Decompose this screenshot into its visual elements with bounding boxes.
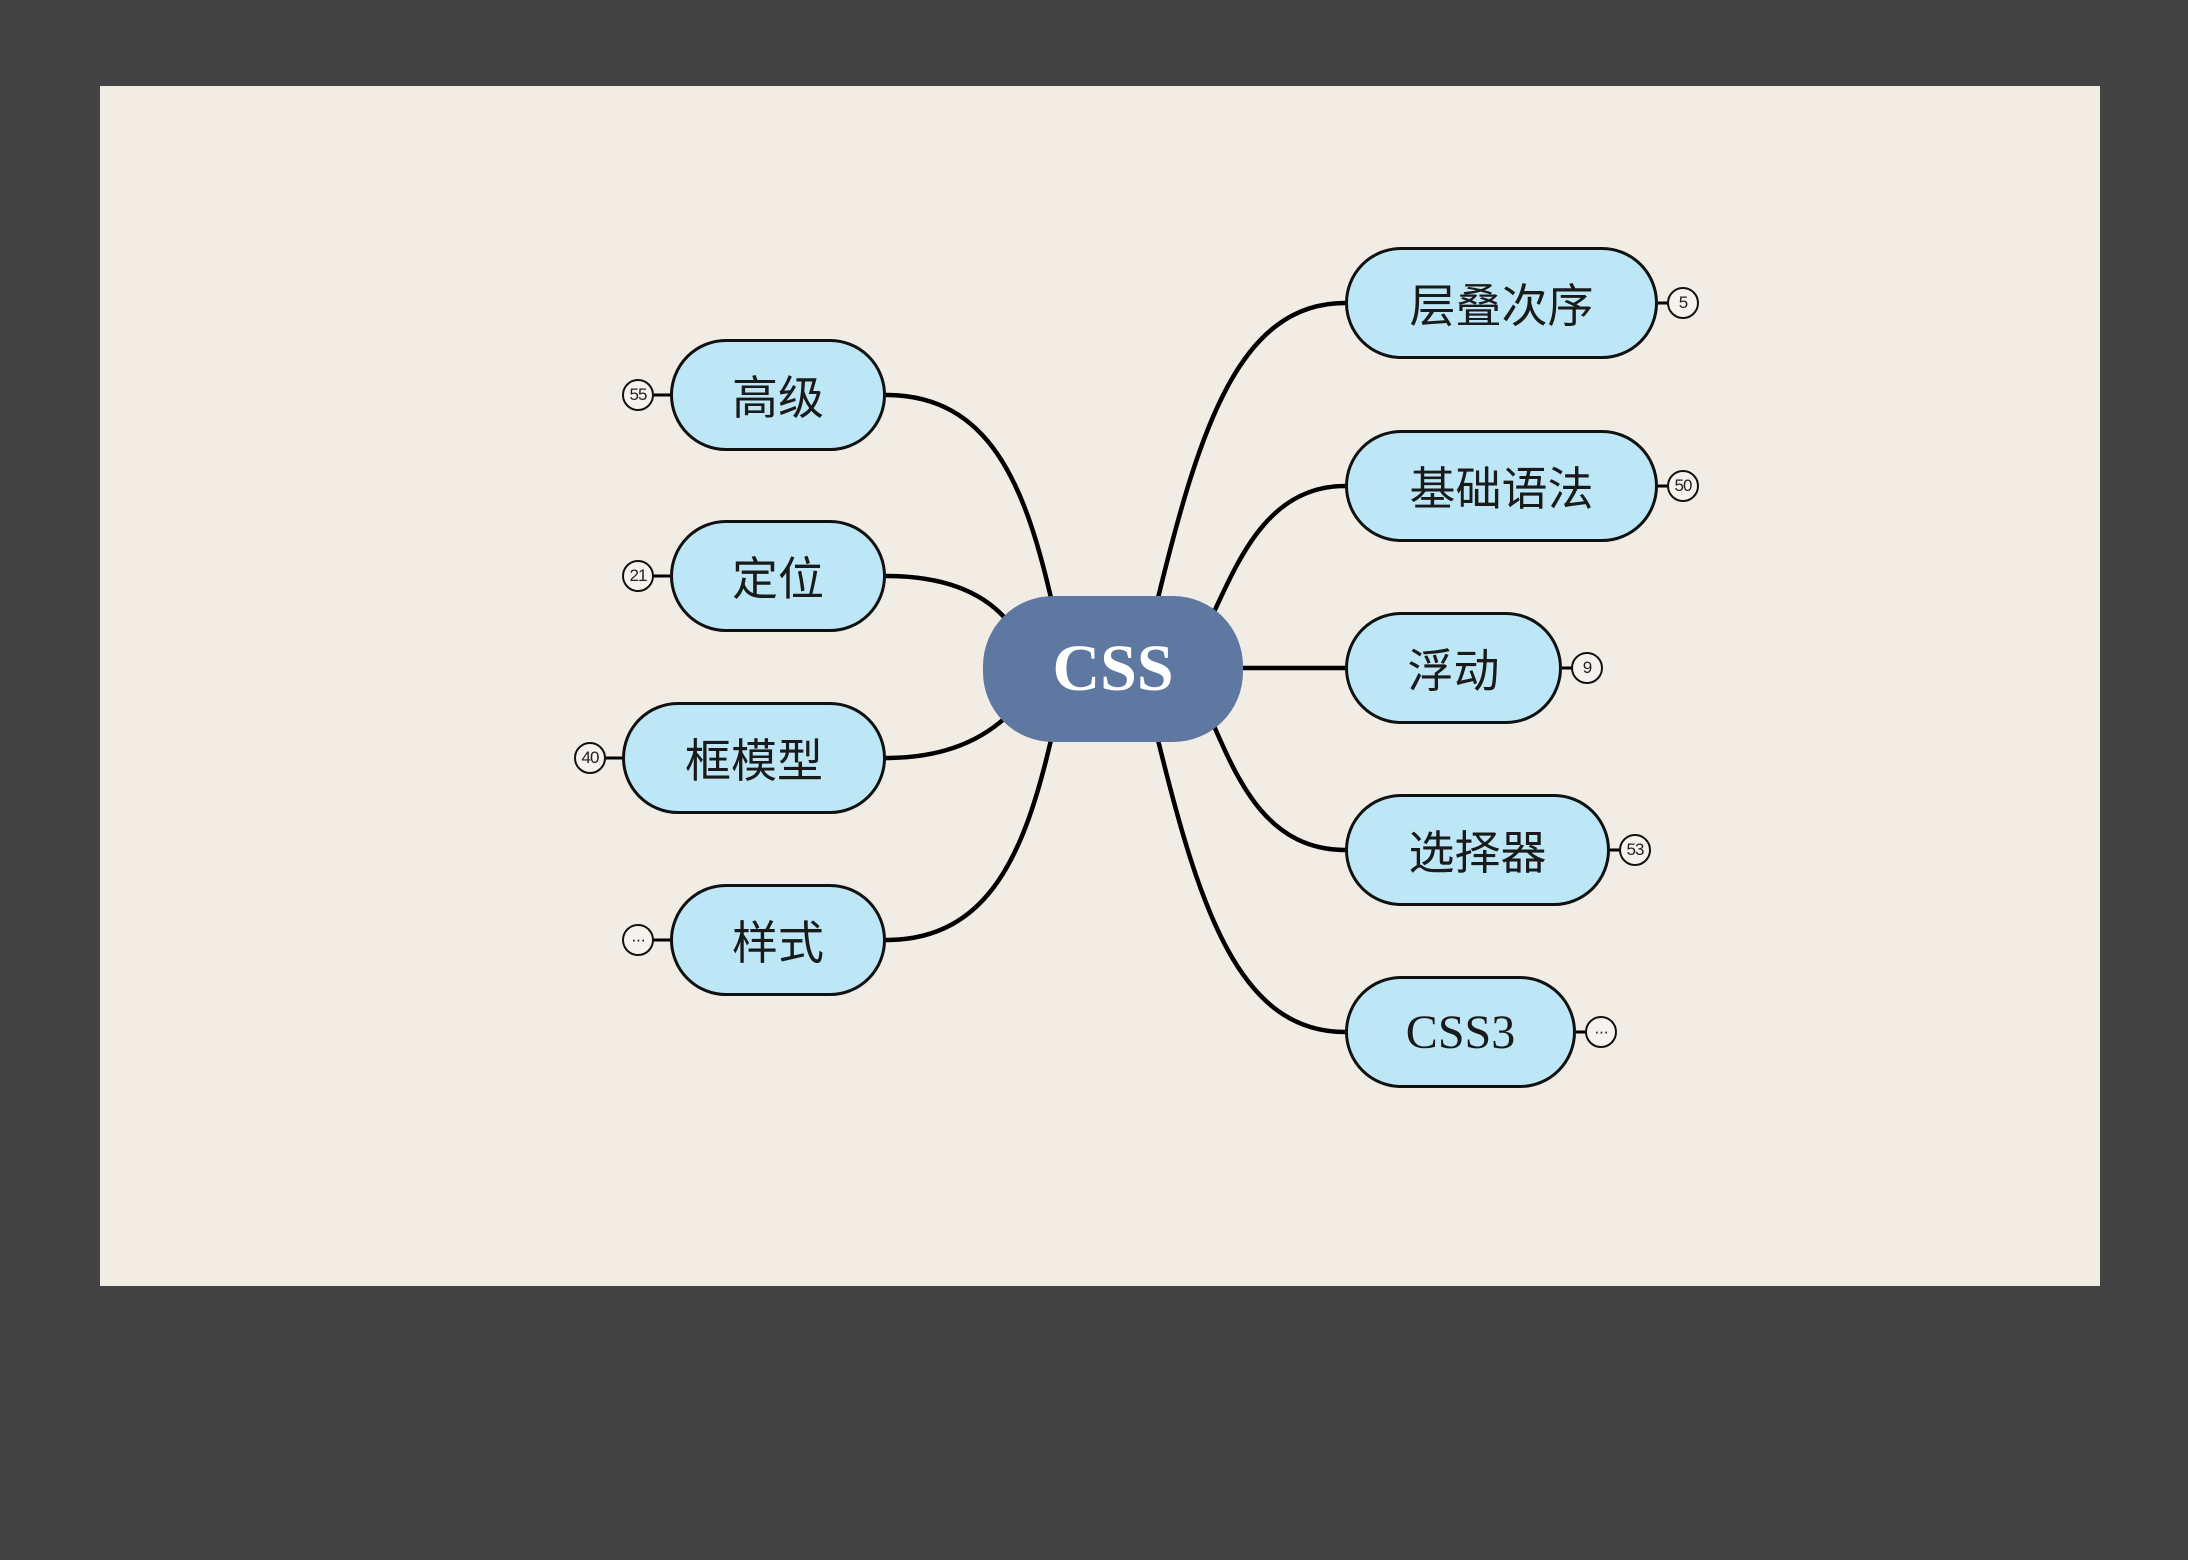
connector-gaoji	[883, 392, 1054, 601]
connector-xuanzeqi	[1211, 723, 1348, 853]
topic-node[interactable]: 框模型	[622, 702, 886, 814]
connector-layer	[604, 300, 1669, 1035]
topic-node[interactable]: 高级	[670, 339, 886, 451]
topic-label: 框模型	[685, 734, 823, 788]
collapsed-count-text: 40	[581, 748, 600, 767]
collapsed-count-text: 9	[1582, 658, 1593, 677]
collapsed-count-text: 5	[1678, 293, 1689, 312]
connector-dingwei	[883, 573, 1008, 621]
connector-jichu	[1211, 483, 1348, 615]
topic-label: 选择器	[1408, 826, 1547, 880]
topic-node[interactable]: 定位	[670, 520, 886, 632]
topic-label: 基础语法	[1409, 462, 1594, 516]
collapsed-count-badge[interactable]: 40	[574, 742, 606, 774]
topic-node[interactable]: 浮动	[1345, 612, 1562, 724]
connector-cengdie	[1155, 300, 1348, 601]
topic-label: 定位	[732, 552, 824, 606]
collapsed-count-badge[interactable]: 5	[1667, 287, 1699, 319]
collapsed-count-text: ···	[1594, 1022, 1609, 1041]
collapsed-count-badge[interactable]: 53	[1619, 834, 1651, 866]
collapsed-count-text: 21	[629, 566, 648, 585]
topic-label: 高级	[732, 371, 824, 425]
topic-node[interactable]: 基础语法	[1345, 430, 1658, 542]
collapsed-count-badge[interactable]: ···	[622, 924, 654, 956]
collapsed-count-text: 55	[629, 385, 648, 404]
collapsed-count-text: 50	[1674, 476, 1693, 495]
connector-css3	[1155, 737, 1348, 1035]
collapsed-count-badge[interactable]: 50	[1667, 470, 1699, 502]
topic-label: 浮动	[1407, 644, 1500, 698]
connector-yangshi	[883, 737, 1054, 943]
topic-label: CSS3	[1405, 1005, 1516, 1059]
central-topic[interactable]: CSS	[983, 596, 1243, 742]
collapsed-count-text: ···	[631, 930, 646, 949]
collapsed-count-badge[interactable]: ···	[1585, 1016, 1617, 1048]
central-topic-label: CSS	[1052, 632, 1174, 705]
connector-kuangmoxing	[883, 715, 1008, 761]
topic-node[interactable]: 选择器	[1345, 794, 1610, 906]
topic-label: 层叠次序	[1409, 279, 1594, 333]
topic-node[interactable]: CSS3	[1345, 976, 1576, 1088]
collapsed-count-badge[interactable]: 21	[622, 560, 654, 592]
topic-node[interactable]: 层叠次序	[1345, 247, 1658, 359]
topic-label: 样式	[732, 916, 824, 970]
collapsed-count-badge[interactable]: 9	[1571, 652, 1603, 684]
mindmap-canvas: CSS 高级 55 定位 21 框模型 40 样式 ··· 层叠次序 5 基础语…	[100, 86, 2100, 1286]
collapsed-count-badge[interactable]: 55	[622, 379, 654, 411]
collapsed-count-text: 53	[1626, 840, 1645, 859]
topic-node[interactable]: 样式	[670, 884, 886, 996]
